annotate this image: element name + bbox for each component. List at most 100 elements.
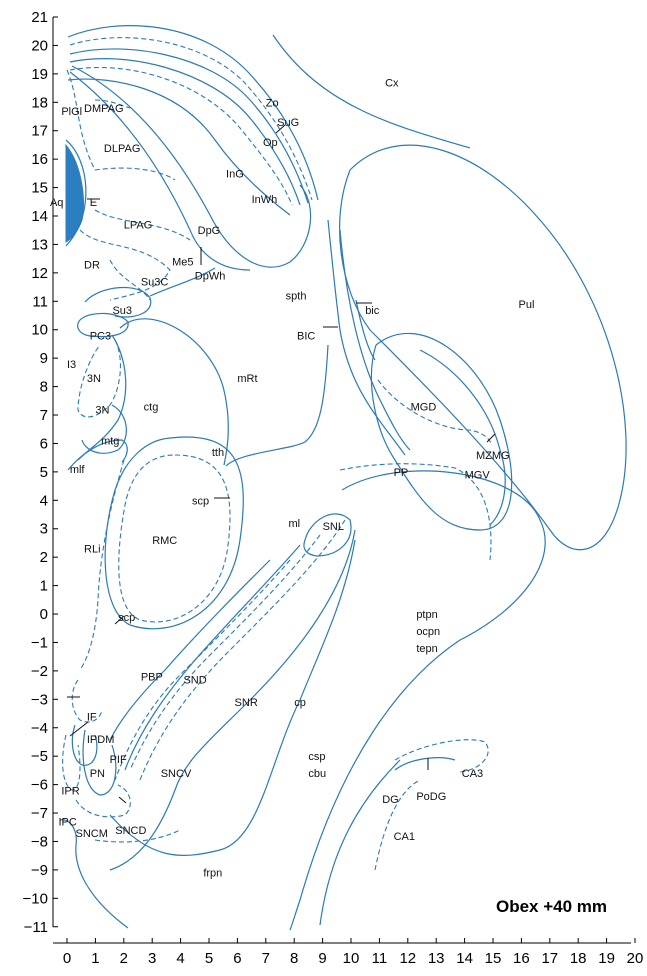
y-tick-label: 18 [31, 94, 48, 111]
label-spth: spth [286, 291, 307, 303]
mlf-outline [67, 439, 128, 471]
y-axis: 2120191817161514131211109876543210−1−2−3… [23, 9, 58, 936]
y-tick-label: 1 [40, 578, 48, 595]
y-tick-label: −9 [31, 862, 48, 879]
leader-scp-lower [114, 615, 125, 625]
cortex-outline [272, 34, 471, 149]
y-tick-label: 14 [31, 208, 48, 225]
x-tick-label: 14 [456, 950, 473, 967]
pp-boundary [339, 463, 492, 561]
dr-boundary [79, 229, 171, 301]
label-ocpn: ocpn [416, 626, 440, 638]
y-tick-label: 17 [31, 123, 48, 140]
y-tick-label: 3 [40, 521, 48, 538]
intermediate-gray-boundary [69, 67, 293, 206]
label-su3: Su3 [112, 305, 132, 317]
superficial-gray-boundary [69, 48, 309, 204]
y-tick-label: −8 [31, 833, 48, 850]
label-podg: PoDG [416, 791, 446, 803]
x-tick-label: 2 [120, 950, 128, 967]
colliculus-outer-outline [67, 25, 319, 201]
su3c-boundary [109, 259, 151, 301]
label-rli: RLi [84, 544, 101, 556]
y-tick-label: 12 [31, 265, 48, 282]
y-tick-label: 19 [31, 66, 48, 83]
x-tick-label: 10 [343, 950, 360, 967]
y-tick-label: −4 [31, 720, 48, 737]
label-mgv: MGV [465, 470, 491, 482]
label-ipc: IPC [58, 817, 76, 829]
x-tick-label: 13 [428, 950, 445, 967]
sncd-boundary [114, 559, 291, 781]
snr-boundary [139, 519, 346, 781]
section-outlines [59, 25, 627, 931]
y-tick-label: 5 [40, 464, 48, 481]
x-tick-label: 0 [63, 950, 71, 967]
label-frpn: frpn [203, 868, 222, 880]
y-tick-label: 16 [31, 151, 48, 168]
3n-tract-outline [77, 334, 127, 461]
label-dmpag: DMPAG [84, 103, 124, 115]
oculomotor-nucleus-boundary [77, 339, 121, 418]
x-tick-label: 16 [513, 950, 530, 967]
x-tick-label: 6 [233, 950, 241, 967]
ipr-boundary [62, 734, 81, 791]
x-tick-label: 3 [148, 950, 156, 967]
pbp-outline [109, 559, 271, 741]
sncm-boundary [75, 784, 131, 818]
label-bic: bic [365, 305, 380, 317]
label-csp: csp [308, 751, 325, 763]
aqueduct-ependyma [65, 139, 87, 247]
bic-outline [327, 219, 406, 456]
label-sncm: SNCM [76, 828, 108, 840]
label-dpg: DpG [198, 225, 221, 237]
label-pc3: PC3 [90, 330, 111, 342]
mtg-outline [81, 404, 127, 454]
x-tick-label: 1 [91, 950, 99, 967]
label-ing: InG [226, 168, 244, 180]
dentate-gyrus-outline [394, 757, 456, 771]
y-tick-label: 9 [40, 350, 48, 367]
ipdm-outline [71, 724, 98, 766]
label-mzmg: MZMG [476, 450, 510, 462]
frpn-outline [109, 539, 356, 856]
label-bic_upper: BIC [297, 330, 315, 342]
bic-inner-outline [339, 229, 411, 451]
label-pn: PN [90, 768, 105, 780]
label-sncd: SNCD [115, 825, 146, 837]
dlpag-boundary [94, 99, 131, 109]
leader-mzmg [486, 433, 496, 443]
label-mlf: mlf [70, 464, 86, 476]
y-tick-label: −1 [31, 634, 48, 651]
y-tick-label: 10 [31, 322, 48, 339]
y-tick-label: 11 [32, 293, 48, 310]
y-tick-label: 21 [31, 9, 48, 26]
leader-ipdm [69, 721, 89, 737]
x-tick-label: 5 [205, 950, 213, 967]
label-aq: Aq [50, 197, 63, 209]
label-dlpag: DLPAG [104, 143, 140, 155]
lpag-boundary [94, 209, 191, 241]
ipc-outline [59, 819, 129, 929]
label-op: Op [263, 137, 278, 149]
rli-boundary [79, 459, 125, 671]
y-tick-label: 2 [40, 549, 48, 566]
label-mrt: mRt [237, 373, 257, 385]
label-inwh: InWh [252, 194, 278, 206]
tth-outline [225, 344, 329, 467]
label-su3c: Su3C [141, 276, 169, 288]
y-tick-label: 6 [40, 435, 48, 452]
x-tick-label: 7 [262, 950, 270, 967]
leader-op [275, 124, 286, 134]
label-pul: Pul [519, 299, 535, 311]
label-i3: I3 [67, 359, 76, 371]
x-tick-label: 17 [541, 950, 558, 967]
y-tick-label: 13 [31, 236, 48, 253]
x-tick-label: 18 [570, 950, 587, 967]
label-dg: DG [382, 794, 399, 806]
label-zo: Zo [266, 97, 279, 109]
figure-title: Obex +40 mm [496, 897, 607, 916]
label-dr: DR [84, 259, 100, 271]
label-pif: PIF [110, 754, 127, 766]
